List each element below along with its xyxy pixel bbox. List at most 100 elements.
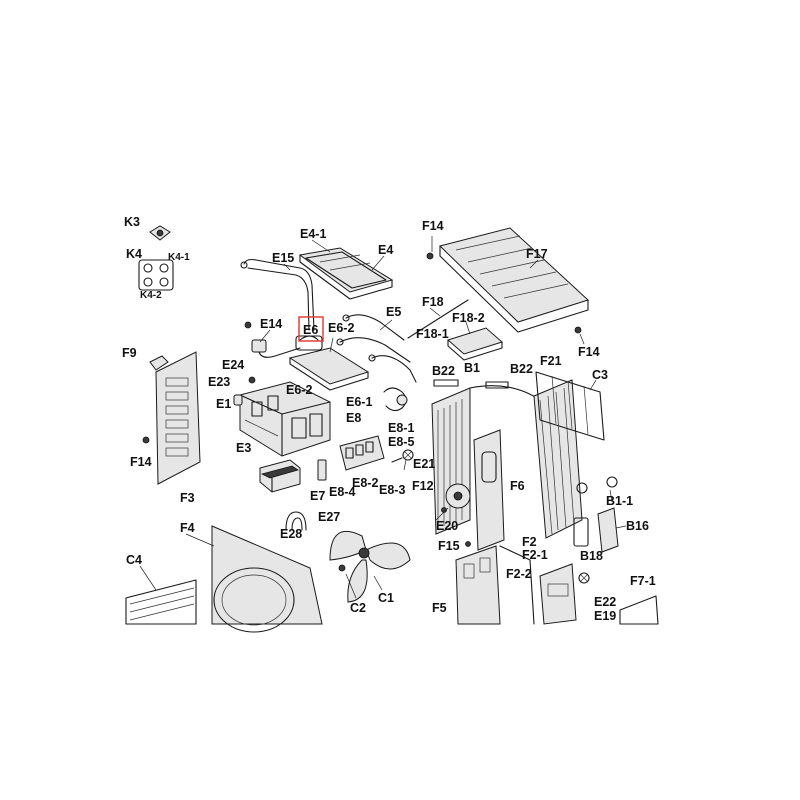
label-e8-4[interactable]: E8-4 [329,485,355,499]
label-e8-5[interactable]: E8-5 [388,435,414,449]
part-f18-2-bracket[interactable] [447,327,503,361]
label-b18[interactable]: B18 [580,549,603,563]
part-e14-sensor[interactable] [244,321,301,358]
label-e4-1[interactable]: E4-1 [300,227,326,241]
part-f14-screw-top[interactable] [426,252,434,260]
label-f14-b[interactable]: F14 [578,345,600,359]
part-e23[interactable] [233,394,243,406]
part-f2-base[interactable] [499,545,535,625]
label-e6[interactable]: E6 [303,323,318,337]
part-f14-screw-right[interactable] [574,326,582,334]
label-e7[interactable]: E7 [310,489,325,503]
part-e1-control-box[interactable] [239,381,331,457]
label-f21[interactable]: F21 [540,354,562,368]
part-f14-screw-left[interactable] [142,436,150,444]
label-e6-1[interactable]: E6-1 [346,395,372,409]
label-e15[interactable]: E15 [272,251,294,265]
part-f15-screw[interactable] [465,541,471,547]
label-e21[interactable]: E21 [413,457,435,471]
part-c3-guard[interactable] [535,371,605,441]
part-f7-1-panel[interactable] [619,595,659,625]
label-f6[interactable]: F6 [510,479,525,493]
label-e3[interactable]: E3 [236,441,251,455]
label-c2[interactable]: C2 [350,601,366,615]
part-e8-terminal[interactable] [339,435,385,471]
label-b22-a[interactable]: B22 [432,364,455,378]
label-f18[interactable]: F18 [422,295,444,309]
label-e6-2-b[interactable]: E6-2 [286,383,312,397]
label-f5[interactable]: F5 [432,601,447,615]
label-e27[interactable]: E27 [318,510,340,524]
label-e24[interactable]: E24 [222,358,244,372]
part-e15-wire[interactable] [240,258,315,331]
label-e20[interactable]: E20 [436,519,458,533]
label-f9[interactable]: F9 [122,346,137,360]
label-e5[interactable]: E5 [386,305,401,319]
label-f15[interactable]: F15 [438,539,460,553]
part-e20-screw[interactable] [441,507,447,513]
label-f17[interactable]: F17 [526,247,548,261]
part-e5-wires[interactable] [336,314,417,383]
label-e8-1[interactable]: E8-1 [388,421,414,435]
part-f9-handle[interactable] [149,355,169,371]
part-b22-bracket-a[interactable] [433,379,459,387]
part-c1-propeller-fan[interactable] [329,531,411,603]
label-e8[interactable]: E8 [346,411,361,425]
label-e1[interactable]: E1 [216,397,231,411]
label-b22-b[interactable]: B22 [510,362,533,376]
part-f3-side-panel[interactable] [155,351,201,485]
part-f21-condenser[interactable] [533,379,583,539]
label-c3[interactable]: C3 [592,368,608,382]
label-k3[interactable]: K3 [124,215,140,229]
label-e23[interactable]: E23 [208,375,230,389]
part-e4-cover[interactable] [298,247,394,300]
part-e27-e28-harness[interactable] [285,511,307,531]
part-k3[interactable] [149,225,171,241]
part-x-screw-right[interactable] [578,572,590,584]
label-e6-2-a[interactable]: E6-2 [328,321,354,335]
label-c1[interactable]: C1 [378,591,394,605]
label-e28[interactable]: E28 [280,527,302,541]
part-b1-1-sensor[interactable] [576,476,618,494]
label-k4[interactable]: K4 [126,247,142,261]
part-b22-bracket-b[interactable] [485,381,509,389]
label-e8-3[interactable]: E8-3 [379,483,405,497]
part-c2-nut[interactable] [338,564,346,572]
part-f6-motor-bracket[interactable] [473,429,505,551]
part-f5-partition[interactable] [455,545,501,625]
part-b16-cover[interactable] [597,507,619,553]
part-k4-set[interactable] [138,259,174,291]
label-f2-2[interactable]: F2-2 [506,567,532,581]
label-e19[interactable]: E19 [594,609,616,623]
label-f18-2[interactable]: F18-2 [452,311,485,325]
label-f4[interactable]: F4 [180,521,195,535]
label-e22[interactable]: E22 [594,595,616,609]
label-f12[interactable]: F12 [412,479,434,493]
label-f18-1[interactable]: F18-1 [416,327,449,341]
label-e8-2[interactable]: E8-2 [352,476,378,490]
part-e22-e19-box[interactable] [539,563,577,625]
part-f18-rod[interactable] [407,299,469,339]
part-e24[interactable] [248,376,256,384]
label-f14-a[interactable]: F14 [422,219,444,233]
label-f2[interactable]: F2 [522,535,537,549]
label-b16[interactable]: B16 [626,519,649,533]
label-k4-1[interactable]: K4-1 [168,252,190,263]
label-c4[interactable]: C4 [126,553,142,567]
part-c4-grille[interactable] [125,579,197,625]
label-f2-1[interactable]: F2-1 [522,548,548,562]
label-f3[interactable]: F3 [180,491,195,505]
part-f12-fan-motor[interactable] [445,483,471,509]
part-e6-1-connector[interactable] [383,387,408,412]
label-k4-2[interactable]: K4-2 [140,290,162,301]
label-f7-1[interactable]: F7-1 [630,574,656,588]
part-e7[interactable] [317,459,327,481]
part-f17-top-panel[interactable] [439,227,589,333]
label-f14-c[interactable]: F14 [130,455,152,469]
part-f4-front-panel[interactable] [211,525,323,633]
label-b1[interactable]: B1 [464,361,480,375]
part-b18-valve[interactable] [573,517,589,547]
part-e3-reactor[interactable] [259,459,301,493]
label-e14[interactable]: E14 [260,317,282,331]
label-e4[interactable]: E4 [378,243,393,257]
